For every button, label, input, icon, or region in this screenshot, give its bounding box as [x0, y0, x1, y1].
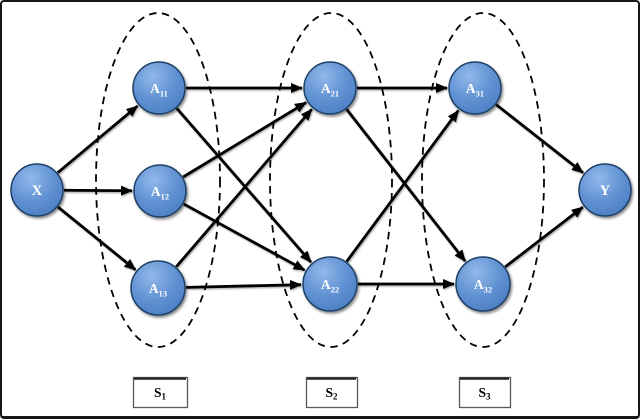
node-circle	[303, 61, 357, 115]
edges	[56, 83, 584, 290]
node-a21: A21	[303, 61, 357, 115]
edge-a32-y	[504, 205, 584, 269]
node-y: Y	[578, 163, 632, 217]
stage-box-s3: S3	[458, 376, 512, 409]
stage-ellipse-s3	[421, 12, 545, 348]
edge-x-a13	[57, 205, 137, 271]
node-label: X	[32, 183, 43, 199]
node-label: Y	[600, 183, 611, 199]
stage-box-rect	[305, 376, 359, 409]
edge-a12-a22	[183, 202, 306, 272]
edge-a13-a22	[185, 279, 303, 290]
node-circle	[578, 163, 632, 217]
node-circle	[10, 163, 64, 217]
stage-box-s1: S1	[132, 376, 189, 409]
node-a22: A22	[302, 256, 358, 312]
stage-ellipse-s1	[95, 12, 221, 348]
edge-a31-y	[495, 103, 584, 174]
node-a13: A13	[130, 260, 186, 316]
node-circle	[132, 61, 186, 115]
edge-a13-a21	[175, 108, 313, 268]
edge-x-a11	[56, 104, 139, 174]
node-a11: A11	[132, 61, 186, 115]
edge-x-a12	[63, 185, 134, 196]
node-circle	[448, 61, 502, 115]
edge-a11-a22	[175, 107, 312, 264]
node-a12: A12	[133, 164, 187, 218]
node-circle	[455, 256, 511, 312]
stage-box-s2: S2	[305, 376, 359, 409]
node-a31: A31	[448, 61, 502, 115]
node-circle	[302, 256, 358, 312]
edge-a22-a31	[345, 109, 460, 263]
node-x: X	[10, 163, 64, 217]
stage-ellipse-s2	[269, 12, 393, 348]
node-a32: A32	[455, 256, 511, 312]
edge-a21-a32	[345, 108, 467, 263]
node-circle	[130, 260, 186, 316]
stage-ellipses	[95, 12, 545, 348]
stage-box-rect	[458, 376, 512, 409]
node-circle	[133, 164, 187, 218]
edge-a12-a21	[182, 101, 307, 179]
